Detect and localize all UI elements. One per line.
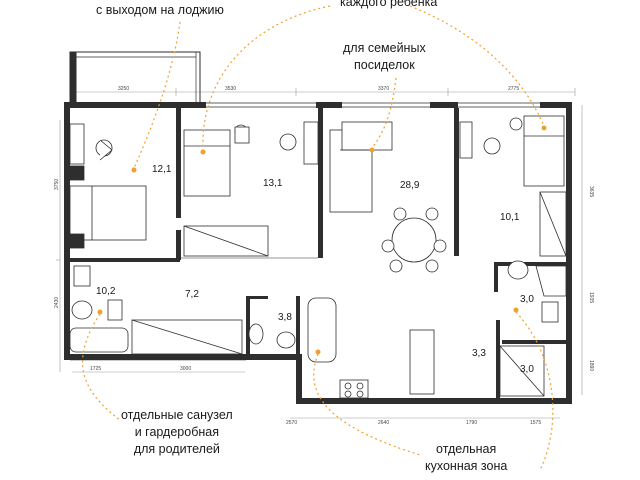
area-main-bathroom: 3,8: [278, 312, 292, 323]
area-closet: 3,0: [520, 364, 534, 375]
dim-left-2: 2430: [54, 297, 60, 308]
right-bathroom-fixtures: [499, 260, 567, 397]
dimension-labels: 3250 3530 3370 2775 1725 3000 2570 2640 …: [54, 86, 594, 426]
dim-right-1: 3635: [588, 186, 594, 197]
callout-each-child: каждого ребенка: [340, 0, 438, 9]
dim-bottom-3: 2570: [286, 420, 297, 426]
area-kitchen: 3,3: [472, 348, 486, 359]
dim-top-1: 3250: [118, 86, 129, 92]
dim-bottom-2: 3000: [180, 366, 191, 372]
area-hallway: 7,2: [185, 289, 199, 300]
living-room-furniture: [329, 121, 447, 273]
kitchen-fixtures: [339, 329, 435, 399]
inner-walls: [70, 108, 566, 402]
area-parents-bathroom: 10,2: [96, 286, 116, 297]
callout-family: для семейных посиделок: [343, 41, 426, 72]
area-master-bedroom: 12,1: [152, 164, 172, 175]
dim-top-2: 3530: [225, 86, 236, 92]
windows: [206, 102, 540, 108]
dim-right-2: 1935: [588, 292, 594, 303]
dim-bottom-1: 1725: [90, 366, 101, 372]
area-child-bedroom: 13,1: [263, 178, 283, 189]
dim-left-1: 3750: [54, 179, 60, 190]
dim-bottom-5: 1790: [466, 420, 477, 426]
callout-loggia: с выходом на лоджию: [96, 3, 224, 17]
dim-bottom-4: 2640: [378, 420, 389, 426]
area-right-bathroom: 3,0: [520, 294, 534, 305]
master-bedroom-furniture: [69, 123, 147, 249]
outer-walls: [64, 102, 572, 404]
callout-kitchen: отдельная кухонная зона: [425, 442, 508, 473]
child-bedroom2-furniture: [459, 115, 567, 257]
child-bedroom-furniture: [183, 121, 319, 257]
callout-leaders: [82, 5, 554, 471]
dim-right-3: 1890: [588, 360, 594, 371]
callout-dots: [97, 125, 547, 355]
area-living-room: 28,9: [400, 180, 420, 191]
dim-top-4: 2775: [508, 86, 519, 92]
dimension-lines: [56, 88, 583, 419]
callout-parents-bath: отдельные санузел и гардеробная для роди…: [121, 408, 233, 456]
dim-top-3: 3370: [378, 86, 389, 92]
main-bathroom-fixtures: [248, 297, 337, 363]
area-child-bedroom-2: 10,1: [500, 212, 520, 223]
room-labels: 12,1 13,1 28,9 10,1 10,2 7,2 3,8 3,3 3,0…: [96, 164, 534, 375]
loggia: [69, 51, 201, 105]
dim-bottom-6: 1575: [530, 420, 541, 426]
parents-bathroom-fixtures: [69, 265, 243, 355]
